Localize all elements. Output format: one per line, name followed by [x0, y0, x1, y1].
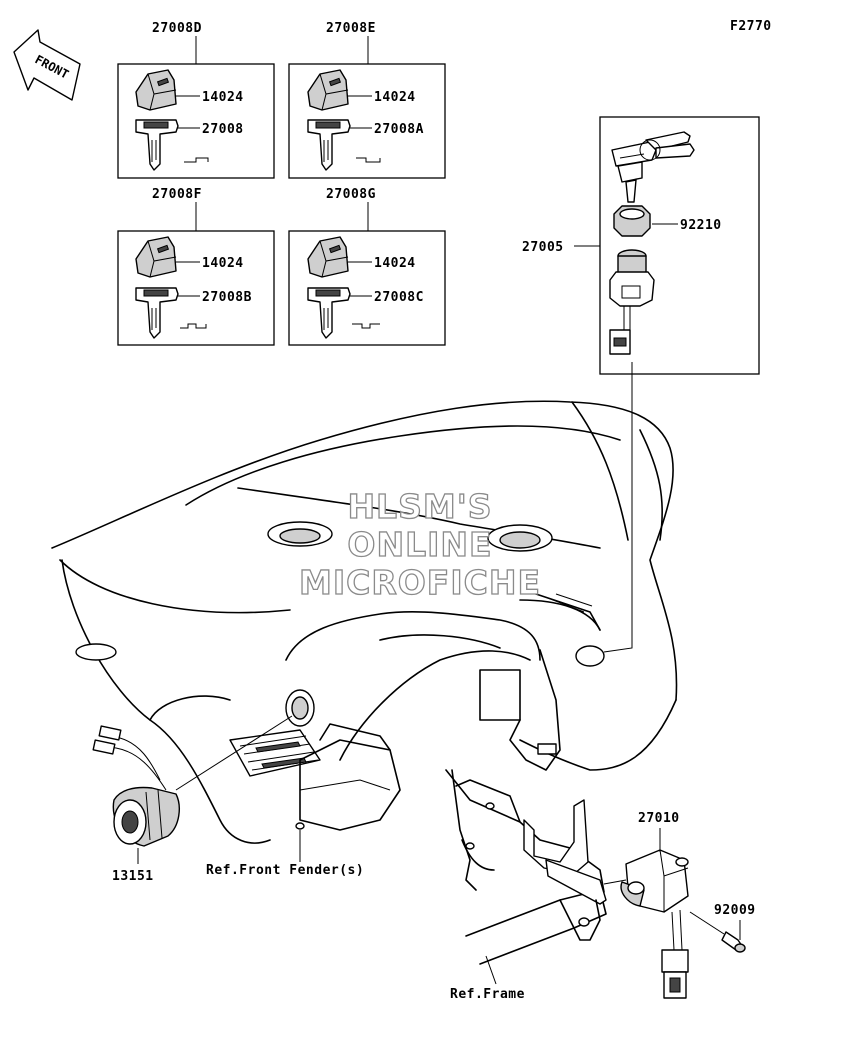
nut-part-number: 92210: [680, 218, 722, 233]
key-icon: [135, 287, 179, 339]
watermark-line: ONLINE: [347, 525, 492, 564]
figure-code: F2770: [730, 19, 772, 34]
frame-rail: [445, 769, 607, 965]
key-cut-icon: [180, 323, 207, 329]
key-set-header: 27008F: [152, 187, 202, 202]
cap-part-number: 14024: [202, 90, 244, 105]
key-set-header: 27008D: [152, 21, 202, 36]
key-part-number: 27008: [202, 122, 244, 137]
cap-part-number: 14024: [374, 256, 416, 271]
cap-part-number: 14024: [374, 90, 416, 105]
dash-cowling: [51, 400, 678, 844]
nut-icon: [613, 205, 651, 237]
vent-grill-icon: [229, 729, 321, 777]
mount-hole-icon: [487, 524, 553, 552]
switch-hole-icon: [575, 645, 605, 667]
key-set-box: 27008E 14024 27008A: [288, 21, 446, 179]
key-part-number: 27008A: [374, 122, 424, 137]
cap-part-number: 14024: [202, 256, 244, 271]
ref-front-fender-label: Ref.Front Fender(s): [206, 863, 364, 878]
key-cap-icon: [307, 69, 349, 111]
ignition-switch-icon: [609, 249, 655, 355]
key-set-header: 27008E: [326, 21, 376, 36]
key-cap-icon: [135, 69, 177, 111]
watermark-line: HLSM'S: [347, 487, 492, 526]
watermark-line: MICROFICHE: [299, 563, 541, 602]
key-cut-icon: [184, 157, 209, 163]
key-cut-icon: [352, 323, 380, 329]
key-icon: [135, 119, 179, 171]
key-set-box: 27008D 14024 27008: [117, 21, 275, 179]
switch-27010: [620, 849, 689, 999]
key-set-box: 27008G 14024 27008C: [288, 187, 446, 346]
key-set-box: 27008F 14024 27008B: [117, 187, 275, 346]
bracket-switch-part-number: 27010: [638, 811, 680, 826]
socket-13151: [92, 725, 180, 847]
key-cut-icon: [356, 157, 381, 163]
key-part-number: 27008C: [374, 290, 424, 305]
key-sets: 27008D 14024 27008 27008E: [117, 21, 446, 346]
screw-part-number: 92009: [714, 903, 756, 918]
ignition-keys-icon: [611, 131, 695, 203]
key-icon: [307, 287, 351, 339]
socket-part-number: 13151: [112, 869, 154, 884]
screw-icon: [721, 931, 746, 953]
key-cap-icon: [307, 236, 349, 278]
key-part-number: 27008B: [202, 290, 252, 305]
key-set-header: 27008G: [326, 187, 376, 202]
ref-frame-label: Ref.Frame: [450, 987, 525, 1002]
key-icon: [307, 119, 351, 171]
watermark: HLSM'S ONLINE MICROFICHE: [298, 486, 541, 602]
key-cap-icon: [135, 236, 177, 278]
front-arrow-icon: FRONT: [13, 29, 81, 101]
switch-assembly: 27005 92210: [522, 116, 760, 375]
mount-hole-icon: [267, 521, 333, 547]
socket-hole-icon: [285, 689, 315, 727]
switch-assembly-part-number: 27005: [522, 240, 564, 255]
